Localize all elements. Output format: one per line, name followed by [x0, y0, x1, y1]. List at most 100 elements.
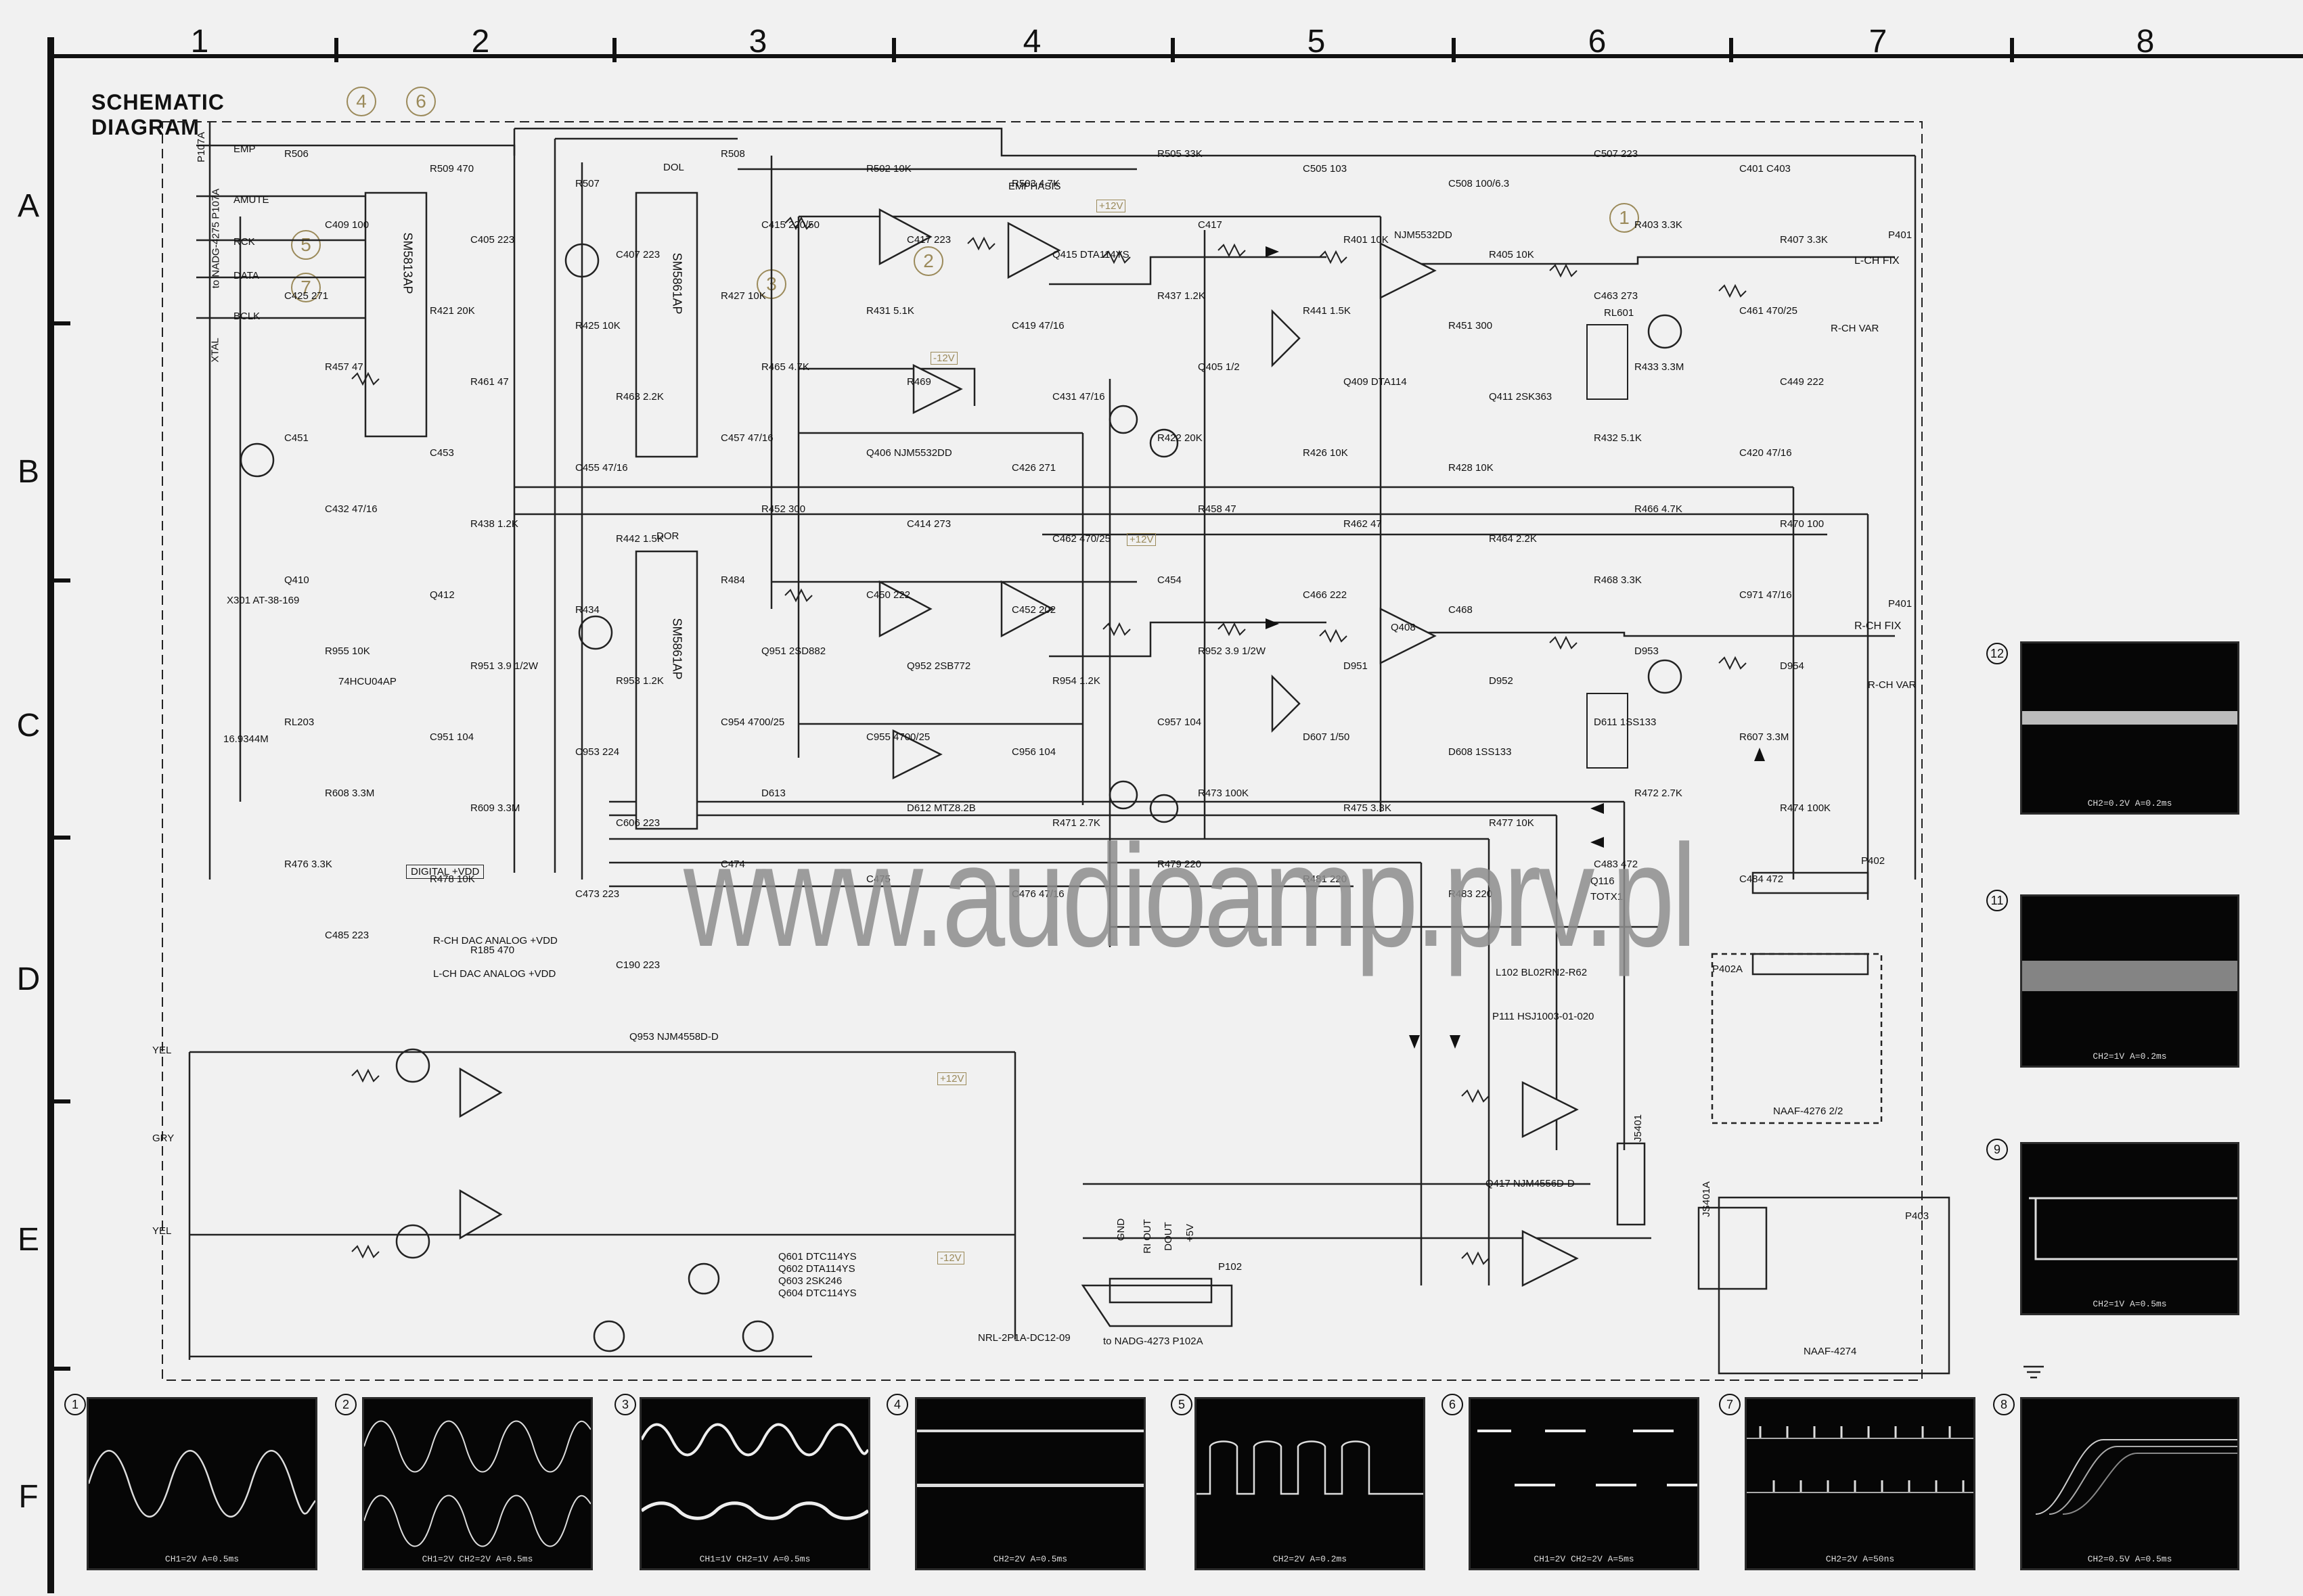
component-label: R471 2.7K [1052, 817, 1100, 829]
component-label: C507 223 [1594, 148, 1638, 160]
row-label: B [17, 454, 39, 490]
column-label: 6 [1588, 24, 1607, 60]
component-label: R426 10K [1303, 447, 1348, 459]
component-label: R457 47 [325, 361, 363, 373]
component-label: R401 10K [1343, 234, 1389, 246]
scope-number: 1 [64, 1394, 86, 1415]
component-label: C484 472 [1739, 873, 1784, 885]
frame-left-border [47, 37, 54, 1593]
component-label: R470 100 [1780, 518, 1825, 530]
component-label: R483 220 [1448, 888, 1493, 900]
component-label: C955 4700/25 [866, 731, 931, 743]
component-label: Q604 DTC114YS [778, 1287, 857, 1299]
component-label: C451 [284, 432, 309, 444]
component-label: C432 47/16 [325, 503, 378, 515]
connector-label: GND [1115, 1218, 1127, 1241]
rail-label: +12V [1127, 533, 1157, 546]
component-label: R466 4.7K [1634, 503, 1682, 515]
scope-number: 7 [1719, 1394, 1741, 1415]
component-label: R438 1.2K [470, 518, 518, 530]
connector-label: P402A [1712, 963, 1743, 975]
component-label: C476 47/16 [1012, 888, 1065, 900]
row-tick [47, 1099, 70, 1103]
component-label: R607 3.3M [1739, 731, 1789, 743]
callout-marker: 6 [406, 87, 436, 116]
scope-caption: CH2=1V A=0.2ms [2093, 1051, 2167, 1062]
scope-trace [917, 1430, 1144, 1487]
watermark-text: www.audioamp.prv.pl [684, 814, 1697, 977]
component-label: R481 220 [1303, 873, 1347, 885]
scope-number: 11 [1986, 890, 2008, 911]
column-tick [612, 38, 617, 62]
component-label: P111 HSJ1003-01-020 [1492, 1011, 1594, 1022]
row-label: A [17, 188, 39, 224]
component-label: R475 3.3K [1343, 802, 1391, 814]
component-label: C417 [1198, 219, 1222, 231]
output-label: L-CH FIX [1854, 255, 1900, 267]
component-label: R458 47 [1198, 503, 1236, 515]
component-label: C957 104 [1157, 716, 1202, 728]
ic-label: SM5861AP [670, 618, 684, 680]
component-label: C190 223 [616, 959, 661, 971]
ic-label: SM5861AP [670, 252, 684, 315]
component-label: C461 470/25 [1739, 305, 1797, 317]
component-label: C953 224 [575, 746, 620, 758]
component-label: Q951 2SD882 [761, 645, 826, 657]
callout-marker: 2 [914, 246, 943, 276]
component-label: R472 2.7K [1634, 788, 1682, 799]
component-label: R503 4.7K [1012, 178, 1060, 189]
callout-marker: 7 [291, 273, 321, 302]
component-label: C414 273 [907, 518, 952, 530]
component-label: RL601 [1604, 307, 1634, 319]
callout-marker: 1 [1609, 203, 1639, 233]
component-label: D608 1SS133 [1448, 746, 1512, 758]
component-label: R484 [721, 574, 745, 586]
column-label: 4 [1023, 24, 1042, 60]
scope-screenshot-9: CH2=1V A=0.5ms [2020, 1142, 2239, 1315]
callout-marker: 4 [346, 87, 376, 116]
component-label: R952 3.9 1/2W [1198, 645, 1266, 657]
component-label: Q405 1/2 [1198, 361, 1240, 373]
component-label: Q415 DTA114YS [1052, 249, 1130, 260]
component-label: D951 [1343, 660, 1368, 672]
scope-number: 3 [614, 1394, 636, 1415]
component-label: R461 47 [470, 376, 509, 388]
component-label: 16.9344M [223, 733, 269, 745]
component-label: Q409 DTA114 [1343, 376, 1407, 388]
connector-label: to NADG-4275 P107A [210, 188, 222, 289]
connector-label: JS401A [1700, 1181, 1712, 1217]
component-label: Q601 DTC114YS [778, 1251, 857, 1262]
component-label: C431 47/16 [1052, 391, 1105, 403]
column-label: 5 [1307, 24, 1326, 60]
scope-number: 9 [1986, 1139, 2008, 1160]
scope-number: 2 [335, 1394, 357, 1415]
component-label: R433 3.3M [1634, 361, 1684, 373]
scope-caption: CH2=2V A=0.5ms [993, 1554, 1068, 1564]
frame-top-border [47, 54, 2303, 58]
component-label: C971 47/16 [1739, 589, 1792, 601]
component-label: R464 2.2K [1489, 533, 1537, 545]
component-label: R509 470 [430, 163, 474, 175]
component-label: Q410 [284, 574, 309, 586]
ic-label: SM5813AP [401, 232, 415, 294]
component-label: R431 5.1K [866, 305, 914, 317]
ic-label: 74HCU04AP [338, 676, 397, 687]
component-label: D607 1/50 [1303, 731, 1350, 743]
component-label: C466 222 [1303, 589, 1347, 601]
connector-label: P401 [1888, 229, 1913, 241]
component-label: R951 3.9 1/2W [470, 660, 539, 672]
component-label: Q408 [1391, 622, 1416, 633]
row-label: F [18, 1479, 39, 1515]
component-label: Q411 2SK363 [1489, 391, 1552, 403]
component-label: R437 1.2K [1157, 290, 1205, 302]
component-label: R428 10K [1448, 462, 1494, 474]
component-label: Q603 2SK246 [778, 1275, 843, 1287]
component-label: C475 [866, 873, 891, 885]
column-tick [1452, 38, 1456, 62]
scope-caption: CH2=2V A=0.2ms [1272, 1554, 1347, 1564]
component-label: R474 100K [1780, 802, 1831, 814]
connector-label: BCLK [233, 311, 261, 322]
component-label: C951 104 [430, 731, 474, 743]
output-label: R-CH FIX [1854, 620, 1902, 632]
component-label: D954 [1780, 660, 1804, 672]
